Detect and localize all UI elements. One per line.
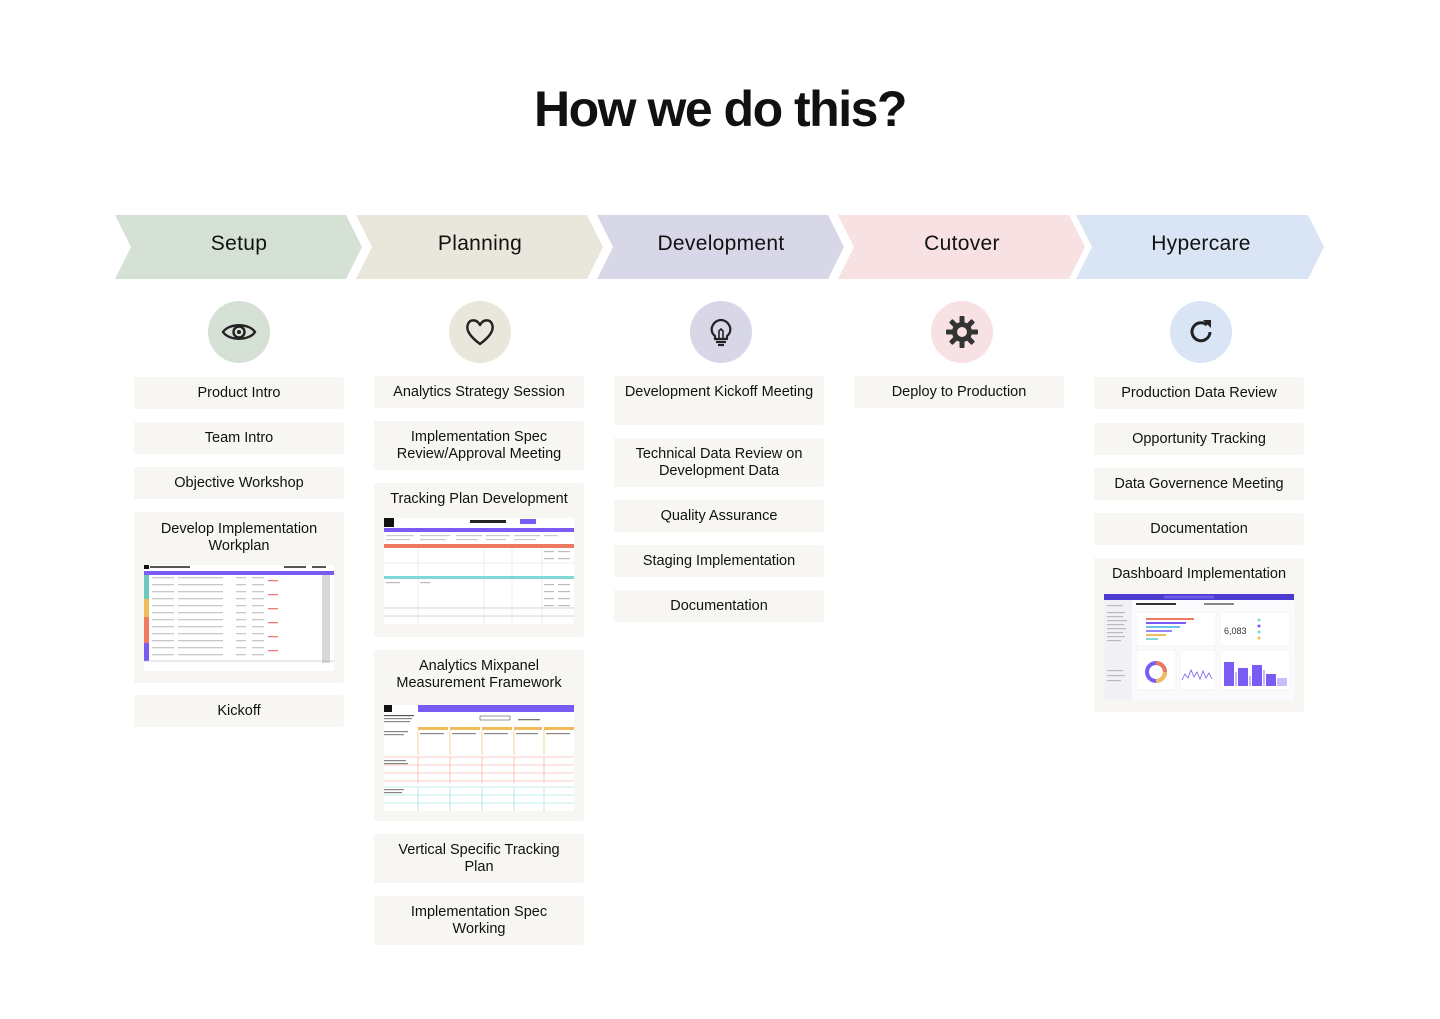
heart-icon — [466, 319, 494, 346]
card-dashboard-implementation: Dashboard Implementation 6,083 — [1094, 558, 1304, 712]
phase-label-development: Development — [657, 232, 785, 255]
svg-text:6,083: 6,083 — [1224, 626, 1247, 636]
card-label: Implementation Spec Working — [410, 904, 548, 937]
card-implementation-spec-working: Implementation Spec Working — [374, 896, 584, 945]
card-staging-implementation: Staging Implementation — [614, 545, 824, 577]
card-tracking-plan-development: Tracking Plan Development — [374, 483, 584, 637]
card-label: Development Kickoff Meeting — [624, 384, 814, 400]
gear-icon — [946, 316, 978, 348]
refresh-icon — [1190, 320, 1212, 343]
phase-icon-hypercare — [1170, 301, 1232, 363]
phase-icon-cutover — [931, 301, 993, 363]
phase-label-setup: Setup — [210, 232, 268, 255]
card-label: Data Governence Meeting — [1114, 476, 1284, 492]
card-label: Production Data Review — [1121, 385, 1277, 401]
measurement-framework-thumbnail — [384, 705, 574, 811]
card-develop-implementation-workplan: Develop Implementation Workplan — [134, 512, 344, 683]
card-label: Implementation Spec Review/Approval Meet… — [396, 429, 562, 462]
card-objective-workshop: Objective Workshop — [134, 467, 344, 499]
card-measurement-framework: Analytics Mixpanel Measurement Framework — [374, 650, 584, 821]
card-label: Analytics Strategy Session — [393, 384, 565, 400]
card-quality-assurance: Quality Assurance — [614, 500, 824, 532]
card-data-governence-meeting: Data Governence Meeting — [1094, 468, 1304, 500]
card-label: Documentation — [670, 598, 768, 614]
phase-label-planning: Planning — [437, 232, 523, 255]
card-label: Deploy to Production — [891, 384, 1027, 400]
dashboard-thumbnail: 6,083 — [1104, 594, 1294, 700]
card-documentation-development: Documentation — [614, 590, 824, 622]
card-team-intro: Team Intro — [134, 422, 344, 454]
card-label: Product Intro — [197, 385, 281, 401]
phase-icon-setup — [208, 301, 270, 363]
phase-label-hypercare: Hypercare — [1151, 232, 1251, 255]
card-product-intro: Product Intro — [134, 377, 344, 409]
tracking-plan-thumbnail — [384, 518, 574, 624]
lightbulb-icon — [710, 318, 732, 347]
eye-icon — [221, 324, 257, 340]
card-kickoff: Kickoff — [134, 695, 344, 727]
card-analytics-strategy-session: Analytics Strategy Session — [374, 376, 584, 408]
card-label: Analytics Mixpanel Measurement Framework — [396, 658, 562, 691]
card-label: Technical Data Review on Development Dat… — [635, 446, 803, 479]
card-technical-data-review: Technical Data Review on Development Dat… — [614, 438, 824, 487]
card-label: Develop Implementation Workplan — [160, 521, 318, 554]
card-label: Vertical Specific Tracking Plan — [398, 842, 560, 875]
card-label: Kickoff — [217, 703, 261, 719]
page-title: How we do this? — [534, 81, 907, 137]
card-deploy-to-production: Deploy to Production — [854, 376, 1064, 408]
card-label: Quality Assurance — [660, 508, 778, 524]
phase-icon-development — [690, 301, 752, 363]
card-vertical-specific-tracking-plan: Vertical Specific Tracking Plan — [374, 834, 584, 883]
card-implementation-spec-review: Implementation Spec Review/Approval Meet… — [374, 421, 584, 470]
card-label: Team Intro — [204, 430, 274, 446]
phase-label-cutover: Cutover — [924, 232, 1000, 255]
card-label: Opportunity Tracking — [1132, 431, 1266, 447]
card-development-kickoff-meeting: Development Kickoff Meeting — [614, 376, 824, 425]
card-label: Tracking Plan Development — [390, 491, 568, 507]
card-label: Objective Workshop — [174, 475, 304, 491]
card-documentation-hypercare: Documentation — [1094, 513, 1304, 545]
card-production-data-review: Production Data Review — [1094, 377, 1304, 409]
card-label: Dashboard Implementation — [1111, 566, 1287, 582]
card-opportunity-tracking: Opportunity Tracking — [1094, 423, 1304, 455]
card-label: Staging Implementation — [642, 553, 796, 569]
card-label: Documentation — [1150, 521, 1248, 537]
workplan-thumbnail — [144, 565, 334, 671]
phase-icon-planning — [449, 301, 511, 363]
